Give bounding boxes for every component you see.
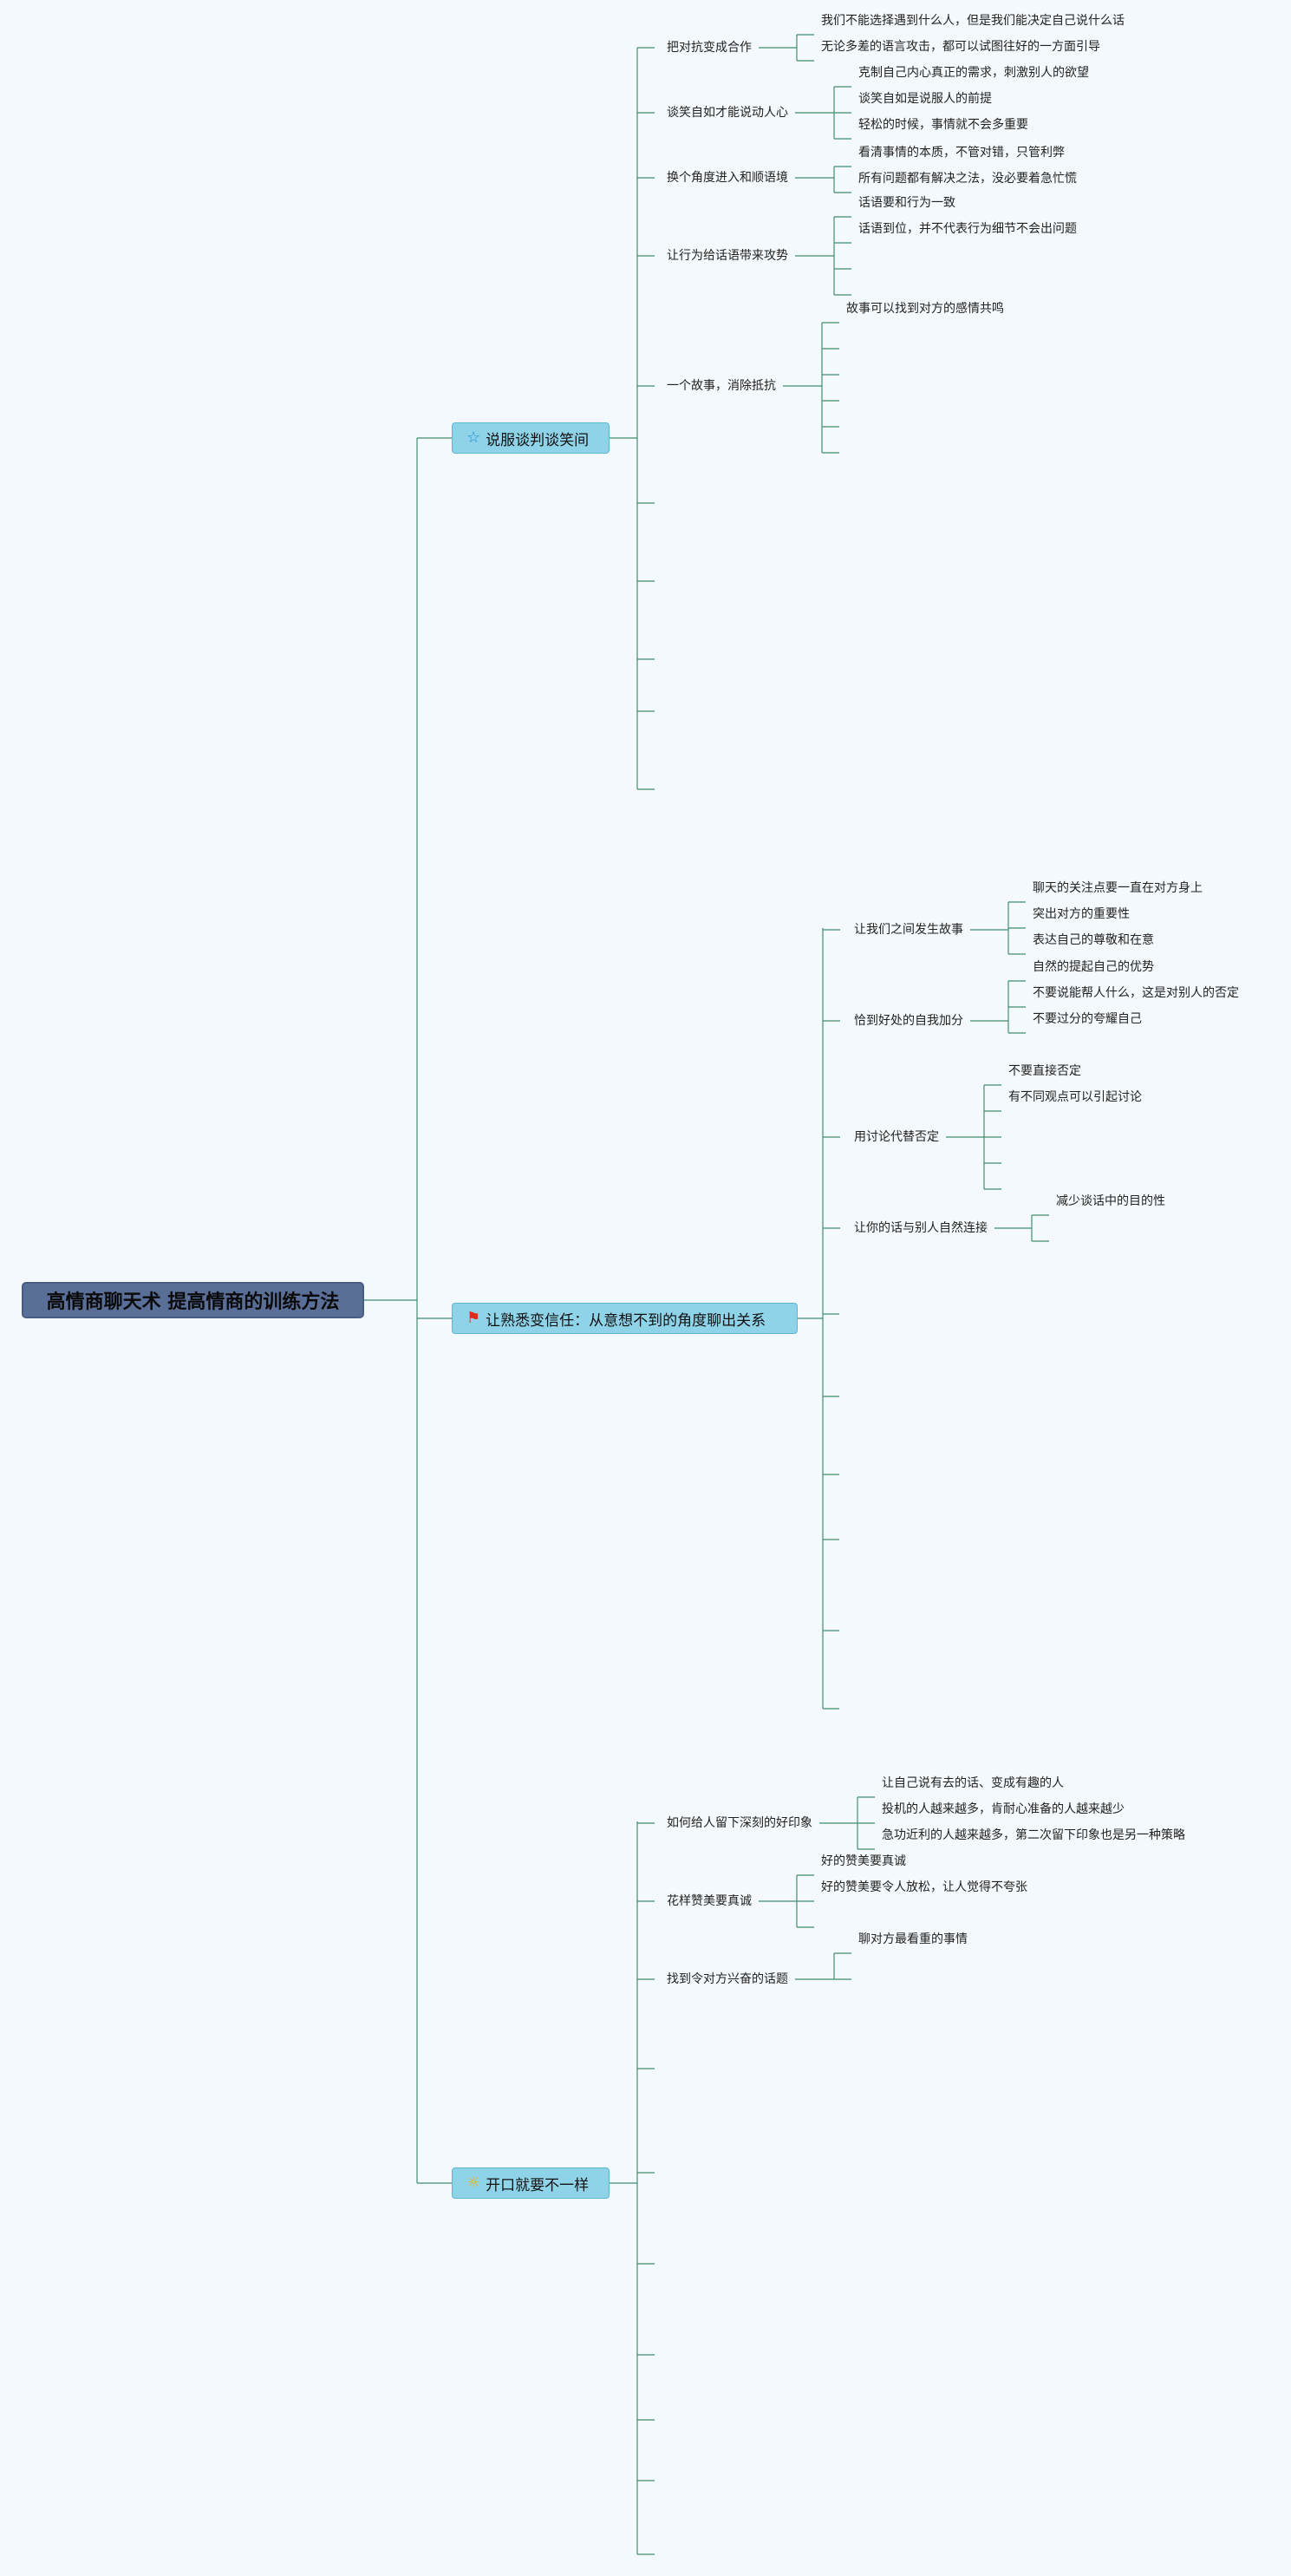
leaf-text[interactable]: 表达自己的尊敬和在意 (1033, 933, 1154, 947)
leaf-text[interactable]: 无论多差的语言攻击，都可以试图往好的一方面引导 (821, 40, 1100, 54)
branch-title: 说服谈判谈笑间 (486, 431, 590, 449)
leaf-text[interactable]: 减少谈话中的目的性 (1056, 1194, 1165, 1208)
leaf-text[interactable]: 我们不能选择遇到什么人，但是我们能决定自己说什么话 (821, 14, 1125, 28)
subtopic-label[interactable]: 让行为给话语带来攻势 (667, 249, 788, 263)
subtopic-label[interactable]: 谈笑自如才能说动人心 (667, 106, 788, 120)
branch-node[interactable]: ⚑ 让熟悉变信任：从意想不到的角度聊出关系 (452, 1303, 798, 1334)
leaf-text[interactable]: 急功近利的人越来越多，第二次留下印象也是另一种策略 (882, 1828, 1185, 1842)
subtopic-label[interactable]: 一个故事，消除抵抗 (667, 379, 776, 393)
subtopic-label[interactable]: 找到令对方兴奋的话题 (667, 1972, 788, 1986)
leaf-text[interactable]: 聊天的关注点要一直在对方身上 (1033, 881, 1203, 895)
leaf-text[interactable]: 看清事情的本质，不管对错，只管利弊 (858, 146, 1065, 160)
branch-title: 让熟悉变信任：从意想不到的角度聊出关系 (486, 1311, 766, 1330)
branch-node[interactable]: ☼ 开口就要不一样 (452, 2167, 610, 2199)
leaf-text[interactable]: 话语到位，并不代表行为细节不会出问题 (858, 222, 1077, 236)
subtopic-label[interactable]: 恰到好处的自我加分 (854, 1014, 963, 1028)
subtopic-label[interactable]: 如何给人留下深刻的好印象 (667, 1816, 812, 1830)
star-icon: ☆ (466, 428, 481, 447)
leaf-text[interactable]: 故事可以找到对方的感情共鸣 (846, 302, 1004, 316)
leaf-text[interactable]: 谈笑自如是说服人的前提 (858, 92, 992, 106)
leaf-text[interactable]: 聊对方最看重的事情 (858, 1932, 968, 1946)
leaf-text[interactable]: 不要直接否定 (1008, 1064, 1081, 1078)
leaf-text[interactable]: 所有问题都有解决之法，没必要着急忙慌 (858, 172, 1077, 186)
leaf-text[interactable]: 话语要和行为一致 (858, 196, 955, 210)
flag-icon: ⚑ (466, 1309, 481, 1327)
subtopic-label[interactable]: 用讨论代替否定 (854, 1130, 939, 1144)
branch-node[interactable]: ☆ 说服谈判谈笑间 (452, 422, 610, 454)
leaf-text[interactable]: 克制自己内心真正的需求，刺激别人的欲望 (858, 66, 1089, 80)
leaf-text[interactable]: 自然的提起自己的优势 (1033, 960, 1154, 974)
leaf-text[interactable]: 不要过分的夸耀自己 (1033, 1012, 1142, 1026)
subtopic-label[interactable]: 让你的话与别人自然连接 (854, 1221, 988, 1235)
leaf-text[interactable]: 有不同观点可以引起讨论 (1008, 1090, 1142, 1104)
leaf-text[interactable]: 好的赞美要真诚 (821, 1854, 906, 1868)
leaf-text[interactable]: 不要说能帮人什么，这是对别人的否定 (1033, 986, 1239, 1000)
sun-icon: ☼ (466, 2174, 481, 2192)
leaf-text[interactable]: 突出对方的重要性 (1033, 907, 1130, 921)
subtopic-label[interactable]: 把对抗变成合作 (667, 41, 752, 55)
subtopic-label[interactable]: 花样赞美要真诚 (667, 1894, 752, 1908)
leaf-text[interactable]: 投机的人越来越多，肯耐心准备的人越来越少 (882, 1802, 1125, 1816)
leaf-text[interactable]: 让自己说有去的话、变成有趣的人 (882, 1776, 1064, 1790)
root-topic[interactable]: 高情商聊天术 提高情商的训练方法 (22, 1282, 364, 1318)
leaf-text[interactable]: 轻松的时候，事情就不会多重要 (858, 118, 1028, 132)
branch-title: 开口就要不一样 (486, 2176, 590, 2194)
leaf-text[interactable]: 好的赞美要令人放松，让人觉得不夸张 (821, 1880, 1027, 1894)
subtopic-label[interactable]: 换个角度进入和顺语境 (667, 171, 788, 185)
subtopic-label[interactable]: 让我们之间发生故事 (854, 923, 963, 937)
